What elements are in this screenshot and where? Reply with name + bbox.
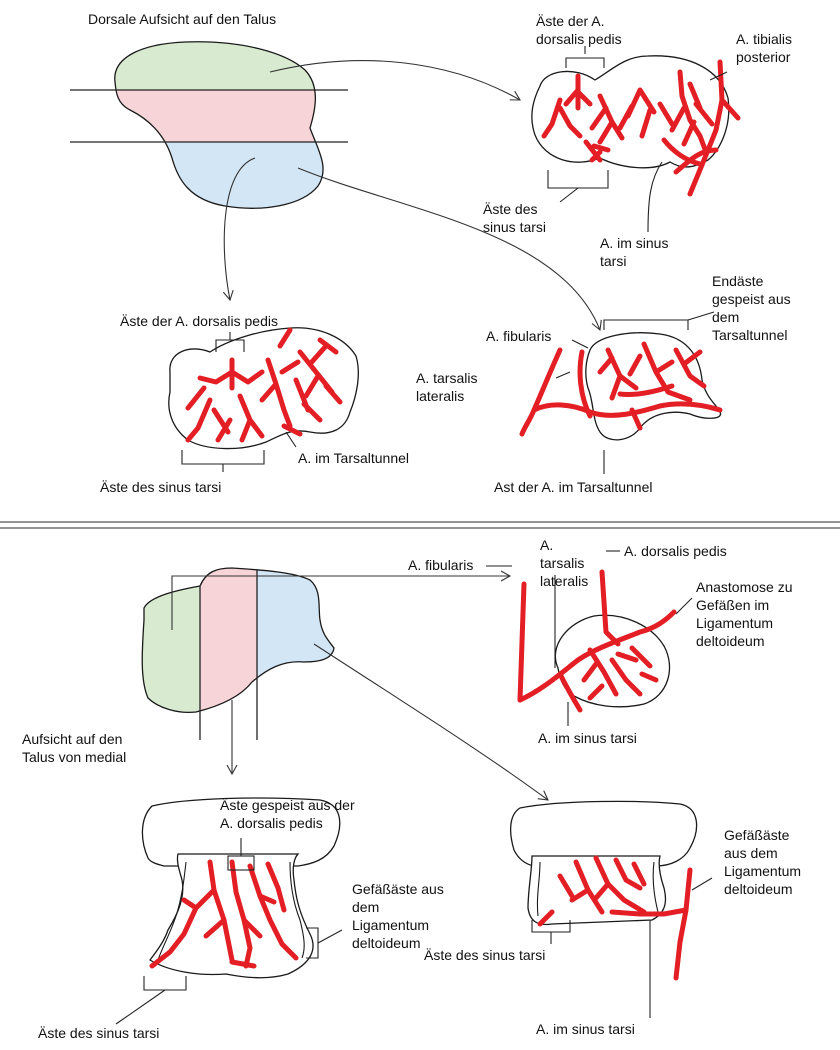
arrow-to-bottom-panel-c	[314, 644, 548, 800]
bottom-panel-a-section	[486, 551, 692, 726]
medial-talus-overview	[130, 560, 347, 740]
bottom-panel-c-section	[511, 801, 712, 1018]
bottom-b-label-deltoid-branches: Gefäßäste aus dem Ligamentum deltoideum	[352, 880, 444, 952]
bottom-a-label-tarsalis-lateralis: A. tarsalis lateralis	[540, 536, 588, 590]
top-panel-c-section	[522, 312, 721, 474]
top-title: Dorsale Aufsicht auf den Talus	[88, 10, 276, 28]
top-c-label-end-branches: Endäste gespeist aus dem Tarsaltunnel	[712, 272, 791, 344]
bottom-c-label-deltoid-branches: Gefäßäste aus dem Ligamentum deltoideum	[724, 826, 801, 898]
bottom-a-label-sinus-artery: A. im sinus tarsi	[538, 729, 637, 747]
arrow-to-top-panel-c	[298, 168, 600, 330]
top-a-label-sinus-branches: Äste des sinus tarsi	[483, 200, 546, 236]
dorsal-talus-overview	[70, 30, 348, 222]
top-b-label-tarsaltunnel: A. im Tarsaltunnel	[298, 449, 409, 467]
top-b-label-sinus-branches: Äste des sinus tarsi	[100, 478, 221, 496]
bottom-title: Aufsicht auf den Talus von medial	[22, 730, 126, 766]
top-b-label-dorsalis-branches: Äste der A. dorsalis pedis	[120, 312, 278, 330]
top-c-label-tarsalis-lateralis: A. tarsalis lateralis	[416, 369, 477, 405]
top-c-label-tunnel-branch: Ast der A. im Tarsaltunnel	[494, 478, 652, 496]
bottom-b-label-sinus-branches: Äste des sinus tarsi	[38, 1024, 159, 1042]
top-a-label-sinus-artery: A. im sinus tarsi	[600, 234, 668, 270]
bottom-a-label-anastomose: Anastomose zu Gefäßen im Ligamentum delt…	[696, 578, 793, 650]
top-a-label-tibialis-posterior: A. tibialis posterior	[736, 30, 792, 66]
bottom-c-label-sinus-branches: Äste des sinus tarsi	[424, 946, 545, 964]
top-panel-a-section	[532, 46, 738, 232]
bottom-a-label-dorsalis-pedis: A. dorsalis pedis	[624, 542, 727, 560]
bottom-b-label-dorsalis-branches: Äste gespeist aus der A. dorsalis pedis	[220, 796, 355, 832]
top-a-label-dorsalis-branches: Äste der A. dorsalis pedis	[536, 12, 622, 48]
bottom-a-label-fibularis: A. fibularis	[408, 556, 473, 574]
bottom-c-label-sinus-artery: A. im sinus tarsi	[536, 1020, 635, 1038]
top-c-label-fibularis: A. fibularis	[486, 327, 551, 345]
